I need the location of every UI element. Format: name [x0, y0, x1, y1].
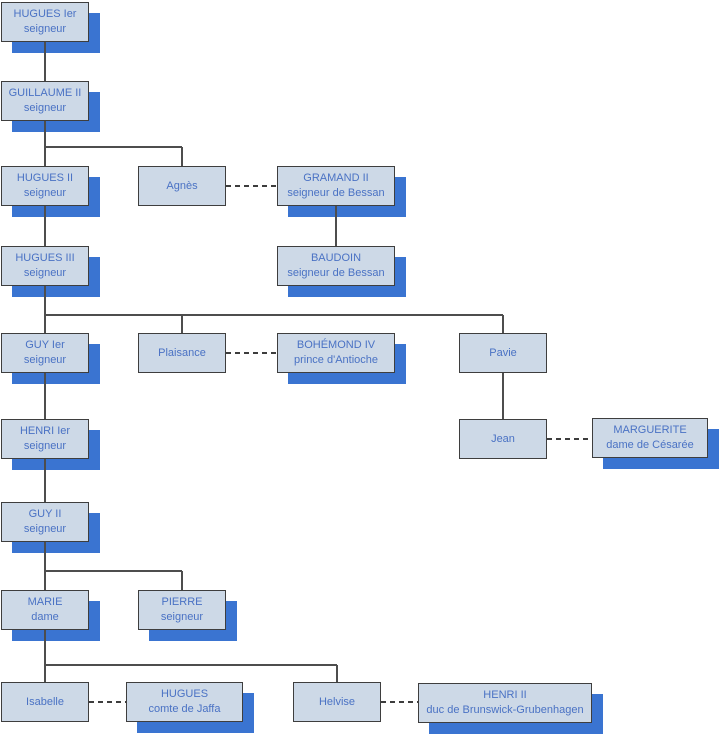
person-name: BAUDOIN: [310, 252, 362, 264]
descent-link-line: [502, 373, 504, 419]
person-name: GUILLAUME II: [8, 87, 82, 99]
person-name: HENRI Ier: [19, 425, 71, 437]
person-title: seigneur: [23, 23, 67, 35]
person-node-pierre[interactable]: PIERRE seigneur: [138, 590, 226, 630]
person-node-marie[interactable]: MARIE dame: [1, 590, 89, 630]
person-title: seigneur de Bessan: [287, 187, 385, 199]
descent-link-line: [502, 315, 504, 333]
person-title: seigneur: [160, 611, 204, 623]
descent-link-line: [44, 121, 46, 166]
person-name: MARGUERITE: [613, 424, 687, 436]
person-name: GUY Ier: [25, 339, 65, 351]
person-name: Agnès: [166, 179, 198, 192]
marriage-link-dashed-line: [226, 185, 277, 187]
descent-link-line: [181, 147, 183, 166]
person-node-guy-ier[interactable]: GUY Ier seigneur: [1, 333, 89, 373]
person-node-helvise[interactable]: Helvise: [293, 682, 381, 722]
person-node-marguerite[interactable]: MARGUERITE dame de Césarée: [592, 418, 708, 458]
person-name: BOHÉMOND IV: [296, 339, 376, 351]
person-title: prince d'Antioche: [293, 354, 379, 366]
person-name: HUGUES: [160, 688, 209, 700]
person-node-guillaume-ii[interactable]: GUILLAUME II seigneur: [1, 81, 89, 121]
person-title: seigneur: [23, 267, 67, 279]
descent-link-line: [44, 542, 46, 590]
marriage-link-dashed-line: [381, 701, 418, 703]
person-node-guy-ii[interactable]: GUY II seigneur: [1, 502, 89, 542]
person-node-hugues-ii[interactable]: HUGUES II seigneur: [1, 166, 89, 206]
descent-link-line: [181, 315, 183, 333]
descent-link-line: [44, 373, 46, 419]
person-node-isabelle[interactable]: Isabelle: [1, 682, 89, 722]
person-name: PIERRE: [161, 596, 203, 608]
descent-link-line: [44, 459, 46, 502]
person-node-henri-ier[interactable]: HENRI Ier seigneur: [1, 419, 89, 459]
person-node-pavie[interactable]: Pavie: [459, 333, 547, 373]
person-title: seigneur: [23, 523, 67, 535]
marriage-link-dashed-line: [89, 701, 126, 703]
person-title: seigneur: [23, 354, 67, 366]
person-node-jean[interactable]: Jean: [459, 419, 547, 459]
person-node-henri-ii[interactable]: HENRI II duc de Brunswick-Grubenhagen: [418, 683, 592, 723]
person-name: Helvise: [318, 695, 356, 708]
marriage-link-dashed-line: [547, 438, 592, 440]
descent-link-line: [45, 314, 503, 316]
person-node-hugues-ier[interactable]: HUGUES Ier seigneur: [1, 2, 89, 42]
person-name: HUGUES III: [15, 252, 75, 264]
person-node-bohemond-iv[interactable]: BOHÉMOND IV prince d'Antioche: [277, 333, 395, 373]
person-title: seigneur: [23, 440, 67, 452]
person-node-hugues-jaffa[interactable]: HUGUES comte de Jaffa: [126, 682, 243, 722]
marriage-link-dashed-line: [226, 352, 277, 354]
person-name: GRAMAND II: [303, 172, 369, 184]
descent-link-line: [181, 571, 183, 590]
person-title: seigneur: [23, 102, 67, 114]
person-name: Isabelle: [26, 695, 64, 708]
person-node-plaisance[interactable]: Plaisance: [138, 333, 226, 373]
person-node-baudoin[interactable]: BAUDOIN seigneur de Bessan: [277, 246, 395, 286]
descent-link-line: [44, 206, 46, 246]
person-title: dame: [31, 611, 59, 623]
person-name: Plaisance: [158, 346, 206, 359]
descent-link-line: [44, 42, 46, 81]
person-name: GUY II: [28, 508, 62, 520]
person-name: Jean: [491, 432, 515, 445]
descent-link-line: [336, 665, 338, 682]
person-name: MARIE: [27, 596, 63, 608]
descent-link-line: [45, 146, 182, 148]
descent-link-line: [44, 286, 46, 333]
person-node-gramand-ii[interactable]: GRAMAND II seigneur de Bessan: [277, 166, 395, 206]
person-node-hugues-iii[interactable]: HUGUES III seigneur: [1, 246, 89, 286]
person-name: HUGUES Ier: [13, 8, 77, 20]
person-node-agnes[interactable]: Agnès: [138, 166, 226, 206]
descent-link-line: [45, 664, 337, 666]
person-name: HUGUES II: [16, 172, 74, 184]
descent-link-line: [335, 206, 337, 246]
person-title: duc de Brunswick-Grubenhagen: [426, 704, 584, 716]
descent-link-line: [44, 630, 46, 682]
descent-link-line: [45, 570, 182, 572]
person-title: comte de Jaffa: [148, 703, 221, 715]
person-name: Pavie: [489, 346, 517, 359]
person-title: dame de Césarée: [606, 439, 694, 451]
person-title: seigneur de Bessan: [287, 267, 385, 279]
person-name: HENRI II: [483, 689, 527, 701]
person-title: seigneur: [23, 187, 67, 199]
